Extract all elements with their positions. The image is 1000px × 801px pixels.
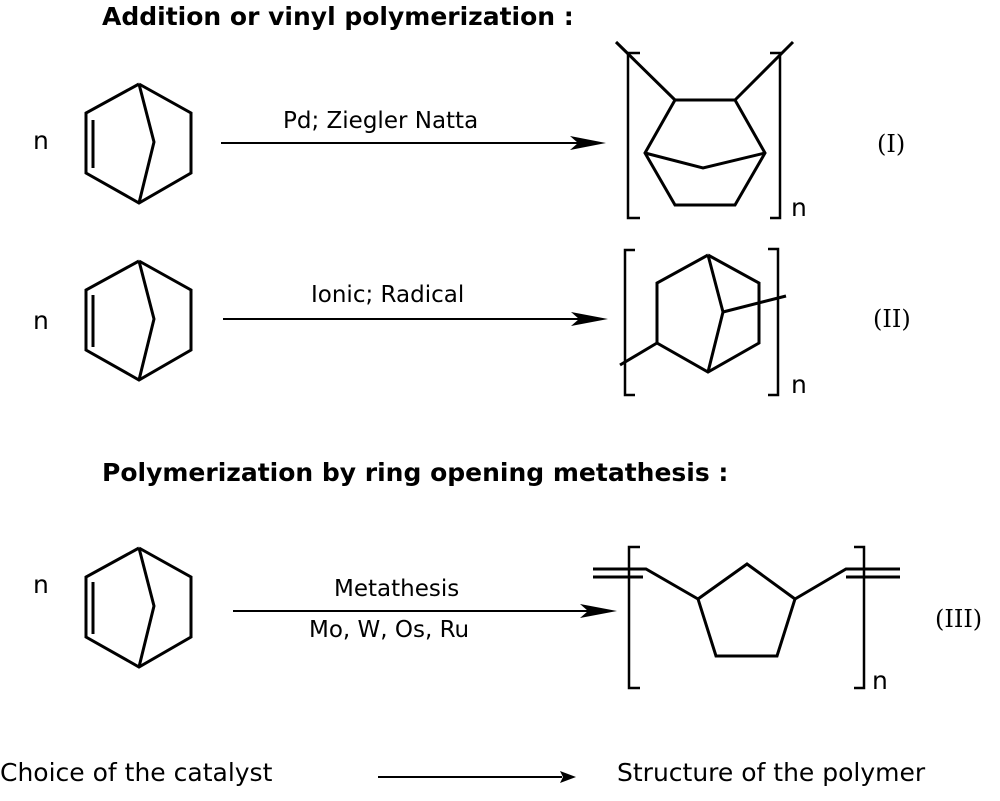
chain-bond xyxy=(614,40,677,102)
repeat-unit-subscript: n xyxy=(791,193,807,222)
section-heading-addition: Addition or vinyl polymerization : xyxy=(102,2,574,31)
polymer-structure-I xyxy=(614,40,795,220)
right-bracket xyxy=(770,51,782,220)
section-heading-romp: Polymerization by ring opening metathesi… xyxy=(102,458,729,487)
ring-bond xyxy=(643,98,767,207)
reaction-arrow xyxy=(221,136,606,150)
monomer-coefficient: n xyxy=(33,570,49,599)
ring-bond xyxy=(84,82,193,205)
monomer-coefficient: n xyxy=(33,306,49,335)
footer-catalyst-choice: Choice of the catalyst xyxy=(0,758,273,787)
right-bracket xyxy=(768,247,780,397)
chain-bond xyxy=(722,294,787,314)
norbornene-monomer xyxy=(84,82,193,205)
polymer-structure-III xyxy=(593,545,900,690)
bridge-bond xyxy=(137,260,156,381)
reaction-conditions: Metathesis xyxy=(334,576,460,602)
chain-bond xyxy=(794,567,900,601)
bridge-bond xyxy=(137,547,156,668)
arrow-head xyxy=(570,136,606,150)
ring-bond xyxy=(84,546,193,669)
reaction-conditions: Pd; Ziegler Natta xyxy=(283,108,479,134)
left-bracket xyxy=(626,51,640,220)
chain-bond xyxy=(593,567,699,601)
left-bracket xyxy=(627,545,640,690)
repeat-unit-subscript: n xyxy=(872,666,888,695)
footer-polymer-structure: Structure of the polymer xyxy=(617,758,926,787)
left-bracket xyxy=(623,248,635,397)
repeat-unit-subscript: n xyxy=(791,370,807,399)
reaction-arrow xyxy=(233,604,617,618)
bridge-bond xyxy=(706,254,725,373)
reaction-conditions-catalysts: Mo, W, Os, Ru xyxy=(309,617,470,643)
cyclopentane-ring xyxy=(696,562,797,658)
reaction-arrow xyxy=(223,312,608,326)
product-label: (II) xyxy=(873,305,911,333)
footer-arrow xyxy=(378,771,576,783)
arrow-head xyxy=(571,312,608,326)
chain-bond xyxy=(619,341,658,367)
product-label: (III) xyxy=(935,605,983,633)
bridge-bond xyxy=(137,83,156,204)
chain-bond xyxy=(733,40,795,102)
product-label: (I) xyxy=(877,130,906,158)
right-bracket xyxy=(854,545,866,690)
reaction-conditions: Ionic; Radical xyxy=(311,282,465,308)
norbornene-monomer xyxy=(84,546,193,669)
ring-bond xyxy=(655,253,761,374)
monomer-coefficient: n xyxy=(33,126,49,155)
polymer-structure-II xyxy=(619,247,787,397)
ring-bond xyxy=(84,259,193,382)
arrow-head xyxy=(580,604,617,618)
bridge-bond xyxy=(644,151,766,170)
norbornene-monomer xyxy=(84,259,193,382)
arrow-head xyxy=(560,771,576,783)
